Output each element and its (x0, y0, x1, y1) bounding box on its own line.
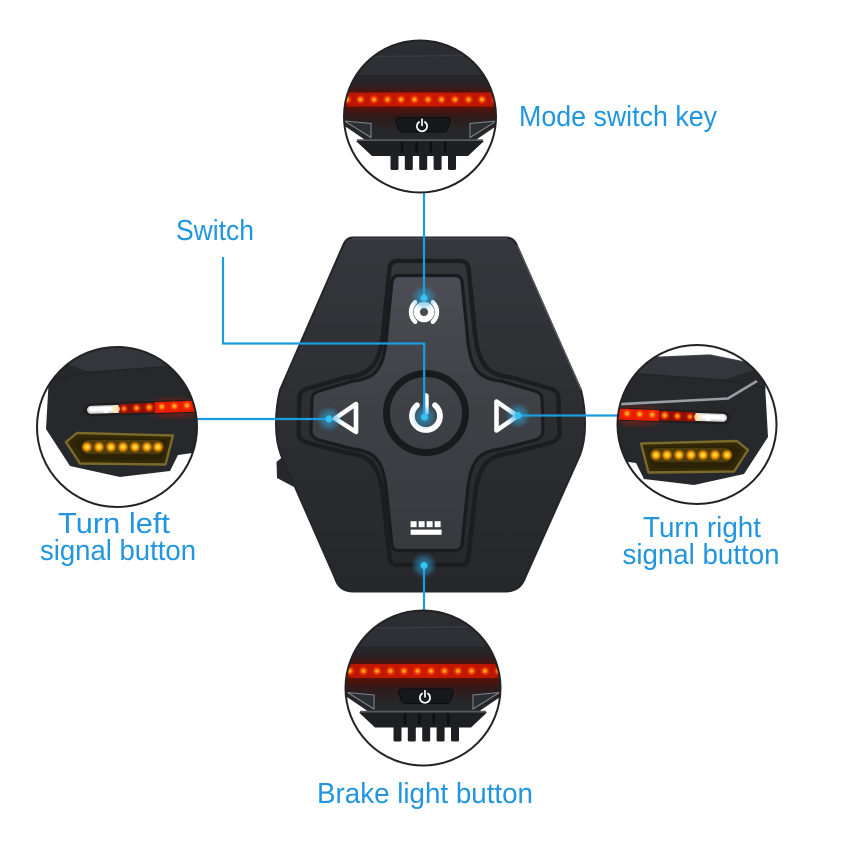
svg-text:Switch: Switch (176, 215, 254, 247)
svg-text:Turn left: Turn left (58, 508, 170, 540)
svg-text:signal button: signal button (40, 535, 196, 567)
svg-text:Turn right: Turn right (643, 512, 761, 544)
svg-text:signal button: signal button (623, 539, 780, 571)
svg-text:Brake light button: Brake light button (317, 778, 533, 810)
svg-text:Mode switch key: Mode switch key (519, 101, 717, 133)
